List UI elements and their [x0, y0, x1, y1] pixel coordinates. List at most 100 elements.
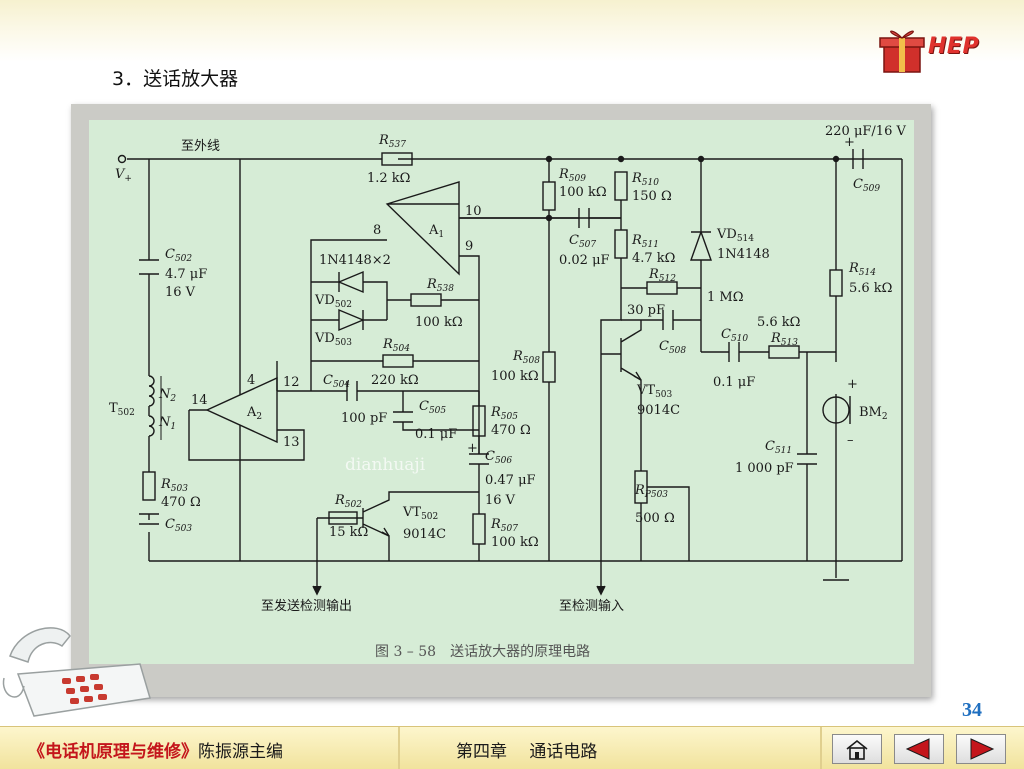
book-close-bracket: 》 — [181, 742, 198, 762]
label-rp503-value: 500 Ω — [635, 511, 675, 526]
telephone-illustration — [0, 616, 160, 726]
label-r509: R509 — [558, 167, 586, 184]
label-r511: R511 — [631, 233, 659, 250]
label-bm2: BM2 — [859, 405, 888, 422]
label-bm2-minus: – — [847, 433, 854, 448]
page-number: 34 — [962, 699, 982, 721]
logo-text: HEP — [928, 34, 980, 59]
label-send-detect-output: 至发送检测输出 — [261, 598, 352, 614]
book-open-bracket: 《 — [28, 742, 45, 762]
label-r509-value: 100 kΩ — [559, 185, 607, 200]
label-r505: R505 — [490, 405, 518, 422]
label-n2: N2 — [158, 387, 176, 404]
label-rp503: RP503 — [634, 483, 668, 500]
label-r503-value: 470 Ω — [161, 495, 201, 510]
label-r504: R504 — [382, 337, 410, 354]
label-c507-value: 0.02 μF — [559, 253, 610, 268]
label-c504: C504 — [323, 373, 350, 390]
label-vd514: VD514 — [716, 227, 754, 244]
label-c510-value: 0.1 μF — [713, 375, 755, 390]
label-pin4: 4 — [247, 373, 255, 388]
label-pin13: 13 — [283, 435, 300, 450]
label-c507: C507 — [569, 233, 596, 250]
figure-frame: 至外线 V+ R537 1.2 kΩ 220 μF/16 V + C509 C5… — [71, 104, 931, 697]
label-a2: A2 — [246, 405, 262, 422]
label-c505: C505 — [419, 399, 446, 416]
label-vd502: VD502 — [314, 293, 352, 310]
label-r504-value: 220 kΩ — [371, 373, 419, 388]
label-pin14: 14 — [191, 393, 208, 408]
triangle-left-icon — [905, 738, 930, 760]
triangle-right-icon — [970, 738, 995, 760]
label-vplus: V+ — [115, 167, 132, 184]
label-vt502-type: 9014C — [403, 527, 446, 542]
label-bm2-plus: + — [847, 377, 858, 392]
label-r508-value: 100 kΩ — [491, 369, 539, 384]
label-r512: R512 — [648, 267, 676, 284]
footer-divider — [398, 727, 400, 769]
label-pin10: 10 — [465, 204, 482, 219]
label-c502-voltage: 16 V — [165, 285, 196, 300]
header-band — [0, 0, 1024, 62]
label-c511-value: 1 000 pF — [735, 461, 794, 476]
label-n1: N1 — [158, 415, 176, 432]
label-pin9: 9 — [465, 239, 473, 254]
label-r537-value: 1.2 kΩ — [367, 171, 410, 186]
previous-slide-button[interactable] — [894, 734, 944, 764]
label-c502-value: 4.7 μF — [165, 267, 207, 282]
label-r507: R507 — [490, 517, 518, 534]
label-outside-line: 至外线 — [181, 139, 220, 154]
label-pin12: 12 — [283, 375, 300, 390]
label-r503: R503 — [160, 477, 188, 494]
label-c506-plus: + — [467, 441, 478, 456]
watermark: dianhuaji — [345, 455, 426, 475]
label-c509-rating: 220 μF/16 V — [825, 124, 906, 139]
label-r510-value: 150 Ω — [632, 189, 672, 204]
label-r538-value: 100 kΩ — [415, 315, 463, 330]
label-vt502: VT502 — [402, 505, 438, 522]
footer-divider — [820, 727, 822, 769]
home-button[interactable] — [832, 734, 882, 764]
label-detect-input: 至检测输入 — [559, 598, 624, 614]
label-t502: T502 — [109, 401, 135, 418]
slide-heading: 3．送话放大器 — [112, 68, 239, 90]
next-slide-button[interactable] — [956, 734, 1006, 764]
label-vd503: VD503 — [314, 331, 352, 348]
label-r537: R537 — [378, 133, 406, 150]
label-c502: C502 — [165, 247, 192, 264]
book-title: 电话机原理与维修 — [45, 742, 181, 762]
label-c509: C509 — [853, 177, 880, 194]
label-c510: C510 — [721, 327, 748, 344]
label-c508: C508 — [659, 339, 686, 356]
label-c503: C503 — [165, 517, 192, 534]
label-vd514-type: 1N4148 — [717, 247, 770, 262]
home-icon — [846, 739, 868, 760]
figure-caption: 图 3 – 58 送话放大器的原理电路 — [375, 644, 590, 660]
label-c505-value: 0.1 μF — [415, 427, 457, 442]
label-diode-pair: 1N4148×2 — [319, 253, 391, 268]
label-r511-value: 4.7 kΩ — [632, 251, 675, 266]
label-c511: C511 — [765, 439, 792, 456]
label-a1: A1 — [428, 223, 444, 240]
label-r514-value: 5.6 kΩ — [849, 281, 892, 296]
label-r502-value: 15 kΩ — [329, 525, 368, 540]
label-30pf: 30 pF — [627, 303, 665, 318]
hep-logo: HEP — [876, 26, 1006, 78]
label-c506-voltage: 16 V — [485, 493, 516, 508]
footer-book-info: 《电话机原理与维修》陈振源主编 — [28, 737, 283, 762]
label-c504-value: 100 pF — [341, 411, 387, 426]
label-r502: R502 — [334, 493, 362, 510]
label-r512-value: 1 MΩ — [707, 290, 744, 305]
label-r513-value: 5.6 kΩ — [757, 315, 800, 330]
label-r538: R538 — [426, 277, 454, 294]
amplifier-schematic: 至外线 V+ R537 1.2 kΩ 220 μF/16 V + C509 C5… — [109, 124, 906, 660]
label-r508: R508 — [512, 349, 540, 366]
chapter-title: 第四章 通话电路 — [456, 742, 598, 762]
label-c506-value: 0.47 μF — [485, 473, 536, 488]
label-r510: R510 — [631, 171, 659, 188]
label-vt503-type: 9014C — [637, 403, 680, 418]
label-r505-value: 470 Ω — [491, 423, 531, 438]
label-c506: C506 — [485, 449, 512, 466]
label-r513: R513 — [770, 331, 798, 348]
label-r514: R514 — [848, 261, 876, 278]
